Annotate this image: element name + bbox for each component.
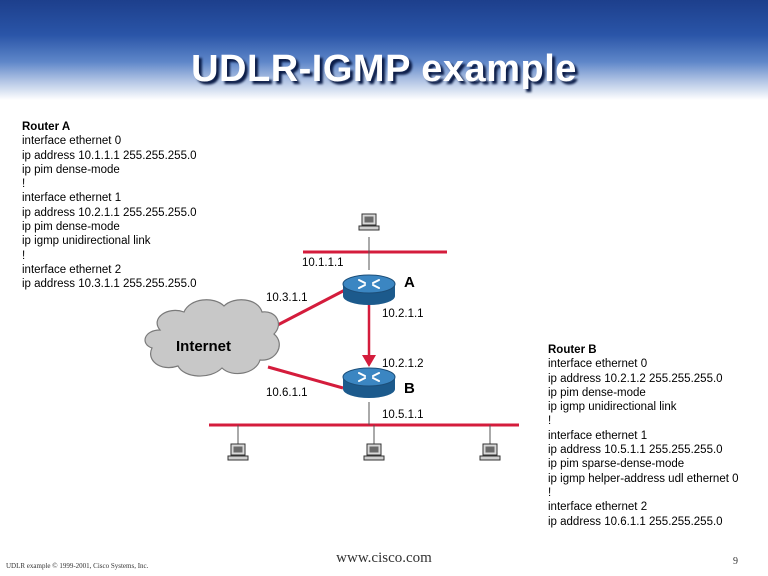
bottom-right-workstation-icon [479, 443, 501, 461]
config-line: interface ethernet 2 [548, 501, 648, 514]
config-line: interface ethernet 1 [548, 429, 648, 442]
config-line: ip pim dense-mode [22, 221, 120, 234]
config-line: ip igmp unidirectional link [22, 235, 151, 248]
page-number: 9 [733, 556, 738, 567]
config-line: ! [548, 415, 552, 428]
router-b-config: Router B interface ethernet 0 ip address… [548, 343, 739, 529]
internet-label: Internet [176, 338, 232, 355]
address-label: 10.2.1.1 [382, 308, 424, 320]
config-line: ip address 10.1.1.1 255.255.255.0 [22, 149, 197, 162]
config-line: ip address 10.2.1.2 255.255.255.0 [548, 372, 723, 385]
config-line: ip igmp helper-address udl ethernet 0 [548, 472, 739, 485]
config-line: ip pim dense-mode [548, 386, 646, 399]
address-label: 10.1.1.1 [302, 257, 344, 269]
router-a-config: Router A interface ethernet 0 ip address… [22, 120, 197, 292]
page-title: UDLR-IGMP example [191, 48, 577, 90]
router-b-icon [342, 367, 396, 398]
router-b-label: B [404, 380, 415, 397]
router-a-label: A [404, 274, 415, 291]
config-line: interface ethernet 1 [22, 192, 122, 205]
config-line: ! [22, 178, 26, 191]
link-internet-router-a [267, 288, 346, 332]
config-line: interface ethernet 2 [22, 263, 122, 276]
footer-url: www.cisco.com [336, 550, 432, 566]
config-line: ip pim dense-mode [22, 163, 120, 176]
config-line: ip address 10.6.1.1 255.255.255.0 [548, 515, 723, 528]
top-workstation-icon [358, 213, 380, 231]
config-line: interface ethernet 0 [22, 135, 122, 148]
internet-cloud-icon [144, 299, 280, 377]
router-a-icon [342, 274, 396, 305]
address-label: 10.3.1.1 [266, 292, 308, 304]
address-label: 10.2.1.2 [382, 358, 424, 370]
bottom-left-workstation-icon [227, 443, 249, 461]
bottom-middle-workstation-icon [363, 443, 385, 461]
config-line: ip igmp unidirectional link [548, 401, 677, 414]
unidirectional-arrow-icon [362, 355, 376, 367]
config-line: ! [548, 486, 552, 499]
router-a-config-header: Router A [22, 121, 71, 133]
config-line: ip address 10.3.1.1 255.255.255.0 [22, 278, 197, 291]
link-internet-router-b [267, 365, 344, 390]
footer-copyright: UDLR example © 1999-2001, Cisco Systems,… [6, 562, 149, 570]
config-line: interface ethernet 0 [548, 358, 648, 371]
address-label: 10.6.1.1 [266, 387, 308, 399]
config-line: ip address 10.2.1.1 255.255.255.0 [22, 206, 197, 219]
title-banner [0, 0, 768, 100]
config-line: ! [22, 249, 26, 262]
config-line: ip pim sparse-dense-mode [548, 458, 685, 471]
router-b-config-header: Router B [548, 344, 597, 356]
address-label: 10.5.1.1 [382, 409, 424, 421]
config-line: ip address 10.5.1.1 255.255.255.0 [548, 444, 723, 457]
